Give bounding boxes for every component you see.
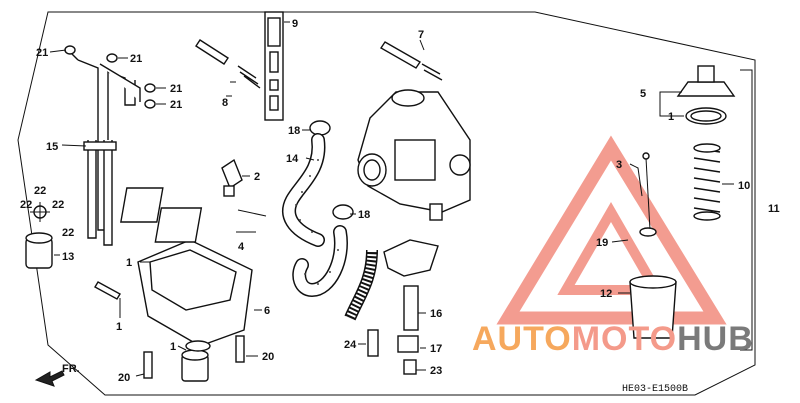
callout-7: 7 — [418, 29, 424, 41]
callout-5: 5 — [640, 88, 646, 100]
lower-fittings — [367, 239, 439, 375]
intake-hose — [282, 133, 348, 298]
clip-21-group — [64, 45, 156, 109]
float-pin — [237, 209, 267, 217]
direction-label: FR. — [62, 363, 80, 375]
callout-9: 9 — [292, 18, 298, 30]
callout-22: 22 — [62, 227, 74, 239]
jet-needle-and-slide — [629, 152, 677, 339]
callout-21: 21 — [170, 99, 182, 111]
jet-needle-parts — [195, 11, 284, 121]
return-spring — [693, 143, 721, 221]
float-chamber — [120, 187, 253, 382]
callout-23: 23 — [430, 365, 442, 377]
diagram-code: HE03-E1500B — [622, 384, 689, 395]
top-cap-assembly — [676, 65, 736, 125]
drain-hose — [344, 249, 378, 321]
watermark-part-2: MOTO — [571, 320, 678, 358]
callout-21: 21 — [130, 53, 142, 65]
callout-20: 20 — [262, 351, 274, 363]
hose-clamps — [309, 120, 354, 220]
carburetor-body — [357, 89, 471, 221]
watermark-part-3: HUB — [677, 320, 754, 358]
callout-22: 22 — [52, 199, 64, 211]
vent-tubes — [69, 51, 141, 246]
callout-22: 22 — [20, 199, 32, 211]
callout-18: 18 — [358, 209, 370, 221]
watermark-triangle — [496, 135, 727, 325]
callout-18: 18 — [288, 125, 300, 137]
callout-19: 19 — [596, 237, 608, 249]
float-valve — [221, 158, 243, 197]
callout-1: 1 — [116, 321, 122, 333]
watermark-logo: AUTOMOTOHUB — [472, 320, 754, 359]
front-direction-arrow: FR. — [34, 363, 80, 387]
callout-24: 24 — [344, 339, 357, 351]
callout-6: 6 — [264, 305, 270, 317]
callout-21: 21 — [170, 83, 182, 95]
diagram-frame — [17, 11, 756, 396]
callout-1: 1 — [170, 341, 176, 353]
callout-13: 13 — [62, 251, 74, 263]
callout-10: 10 — [738, 180, 750, 192]
callout-8: 8 — [222, 97, 228, 109]
callout-21: 21 — [36, 47, 48, 59]
float-chamber-parts — [25, 202, 53, 269]
callout-14: 14 — [286, 153, 299, 165]
callout-15: 15 — [46, 141, 58, 153]
callout-1: 1 — [668, 111, 674, 123]
callout-17: 17 — [430, 343, 442, 355]
callout-22: 22 — [34, 185, 46, 197]
watermark-part-1: AUTO — [472, 320, 572, 358]
callout-11: 11 — [768, 203, 780, 215]
callout-3: 3 — [616, 159, 622, 171]
throttle-screw — [380, 41, 443, 81]
callout-4: 4 — [238, 241, 245, 253]
callout-2: 2 — [254, 171, 260, 183]
screws — [94, 281, 245, 379]
callout-12: 12 — [600, 288, 612, 300]
callout-20: 20 — [118, 372, 130, 384]
callout-16: 16 — [430, 308, 442, 320]
leader-lines — [49, 21, 753, 377]
callout-1: 1 — [126, 257, 132, 269]
